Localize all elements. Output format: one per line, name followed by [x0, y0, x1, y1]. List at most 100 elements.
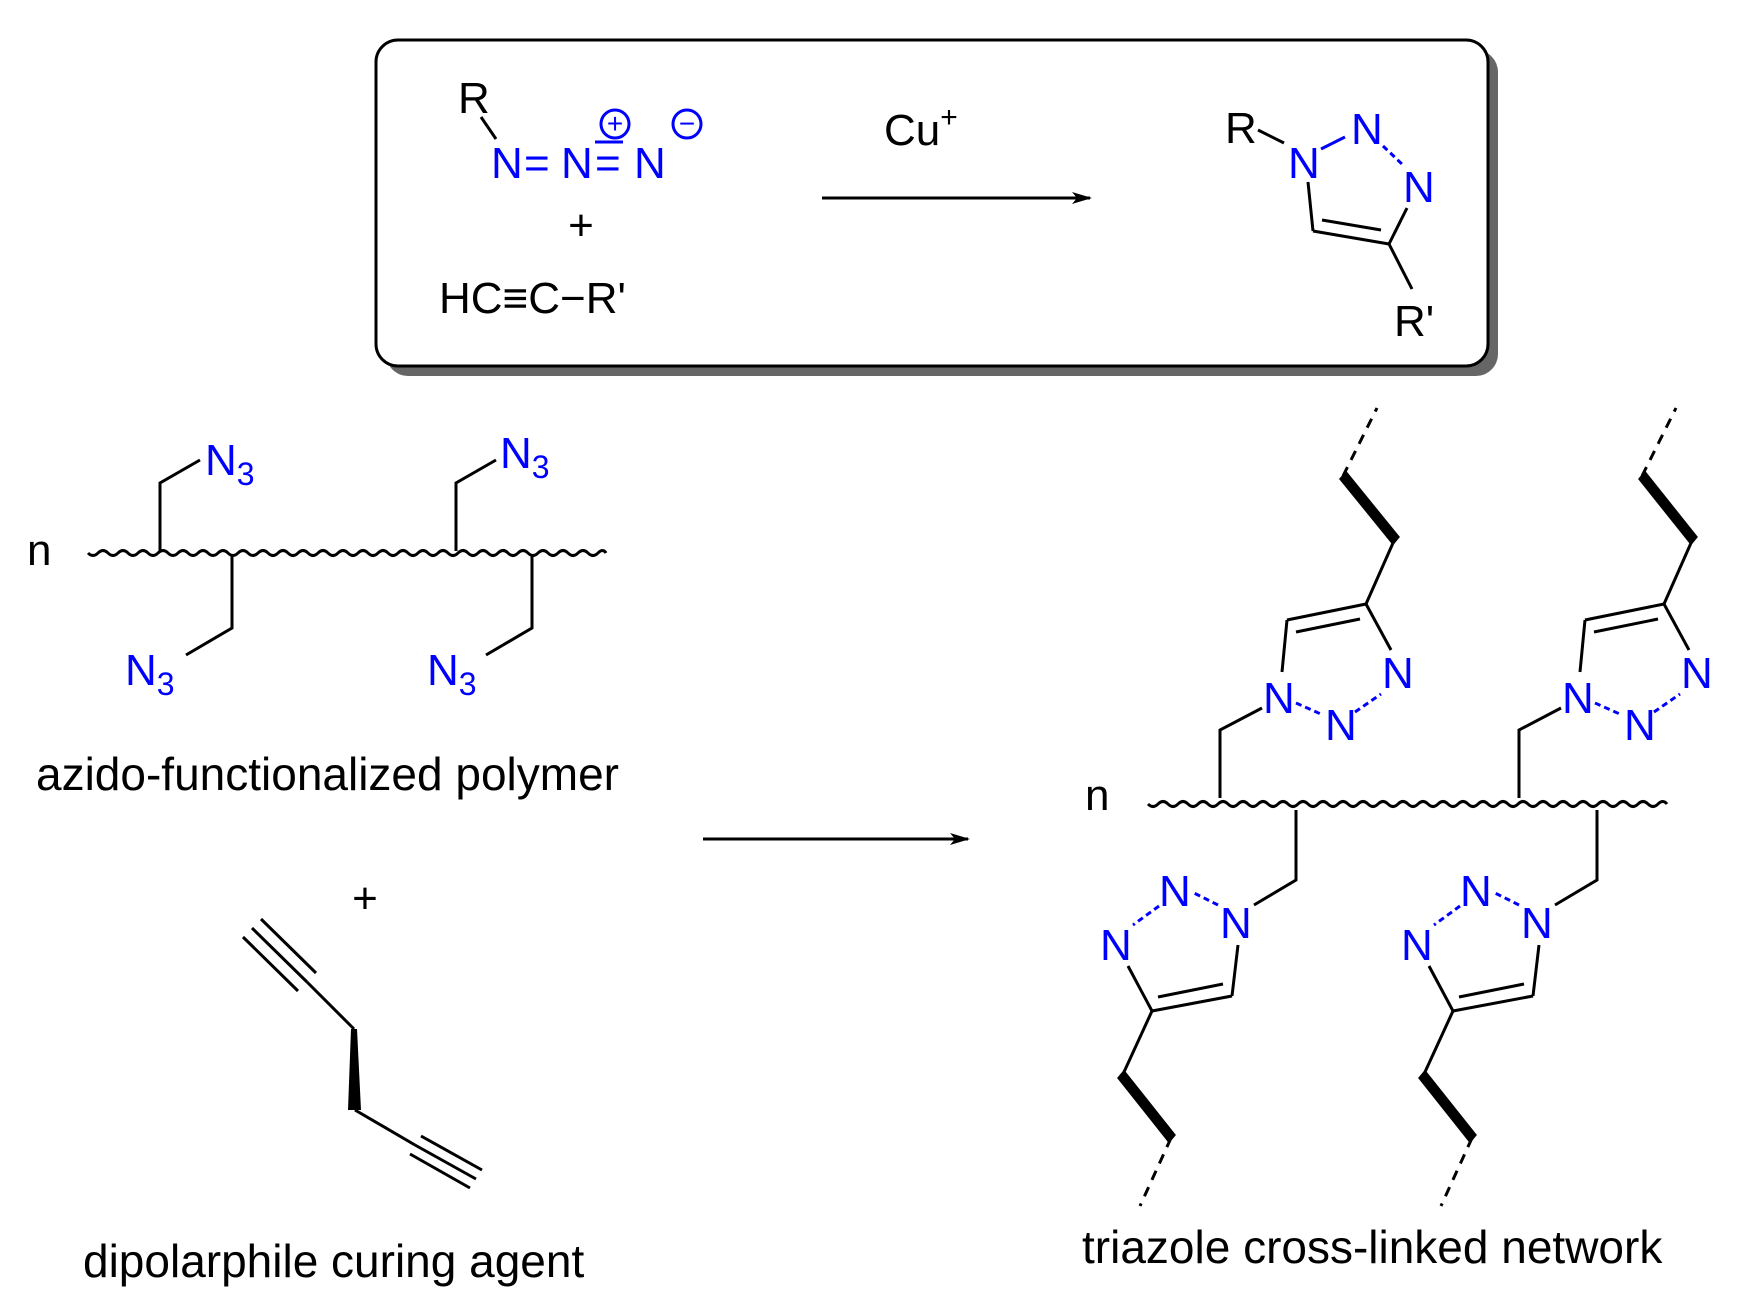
ll-dashed-tail: [1138, 1137, 1173, 1207]
ul-n2: N: [1325, 701, 1357, 750]
product-n3: N: [1403, 163, 1435, 212]
ul-n3: N: [1382, 649, 1414, 698]
reactant-plus-sign: +: [568, 201, 594, 250]
ur-c5-c4: [1584, 602, 1665, 622]
terminal-alkyne: HC≡C−R': [439, 274, 626, 323]
lr-linker: [1554, 810, 1599, 907]
catalyst-label: Cu+: [884, 101, 958, 155]
lr-c5-c4: [1452, 994, 1534, 1013]
product-n2-n3-bond: [1381, 144, 1405, 167]
lr-n3: N: [1401, 921, 1433, 970]
ur-dashed-tail: [1640, 407, 1678, 477]
ll-wedge: [1117, 1069, 1176, 1144]
ll-c4-ch2: [1122, 1010, 1154, 1073]
ll-n2-n3: [1132, 904, 1160, 927]
ur-wedge: [1638, 470, 1698, 546]
ll-n1: N: [1220, 899, 1252, 948]
product-n2: N: [1351, 105, 1383, 154]
azide-r-label: R: [458, 74, 490, 123]
upper-alkyne-bond-c: [259, 917, 318, 975]
product-rprime-label: R': [1394, 297, 1434, 346]
triazole-network: n N N N N N N: [1082, 407, 1713, 1273]
ll-c4-n3: [1126, 965, 1154, 1012]
negative-charge-circle: [671, 108, 703, 140]
pendant-up-2-azide: N3: [500, 429, 550, 485]
network-caption: triazole cross-linked network: [1082, 1221, 1663, 1273]
ll-c5-c4-inner: [1157, 982, 1224, 999]
lr-n2: N: [1460, 867, 1492, 916]
ll-n1-n2: [1191, 890, 1219, 907]
network-backbone: [1146, 800, 1669, 808]
positive-charge-circle: [599, 108, 631, 140]
ur-c5-c4-inner: [1593, 617, 1659, 634]
upper-alkyne-bond-a: [241, 935, 300, 993]
lower-alkyne-bond-a: [409, 1152, 471, 1190]
product-n1-n2-bond: [1320, 135, 1346, 151]
lower-alkyne-bond-b: [414, 1143, 477, 1181]
pendant-up-1-azide: N3: [205, 436, 255, 492]
pendant-down-2-azide: N3: [427, 646, 477, 702]
azide-bond-1: =: [524, 139, 550, 188]
ul-c4-ch2: [1364, 542, 1395, 605]
azide-n3: N: [634, 139, 666, 188]
positive-charge: +: [607, 108, 623, 139]
lr-c4-ch2: [1423, 1010, 1455, 1073]
azide-r-bond: [479, 116, 498, 140]
ll-n3: N: [1100, 921, 1132, 970]
product-c4-rprime-bond: [1387, 243, 1414, 290]
lr-dashed-tail: [1439, 1137, 1474, 1207]
lr-n1: N: [1521, 899, 1553, 948]
triazole-product: R N N N R': [1225, 104, 1435, 346]
ul-wedge: [1339, 470, 1400, 546]
pendant-down-1-bond: [185, 556, 234, 657]
lr-wedge: [1418, 1069, 1477, 1144]
organic-azide: R N = N = N + −: [458, 74, 703, 188]
lr-c4-n3: [1427, 965, 1455, 1012]
negative-charge: −: [679, 108, 695, 139]
polymer-caption: azido-functionalized polymer: [36, 748, 619, 800]
product-c5-c4-bond: [1312, 229, 1390, 246]
polymer-backbone: [86, 549, 608, 557]
pendant-down-2-bond: [485, 556, 534, 657]
ul-c5-c4-inner: [1295, 617, 1361, 634]
product-n1-c5-bond: [1306, 181, 1315, 232]
box-frame: [374, 38, 1490, 368]
product-r-bond: [1257, 128, 1285, 145]
ul-c5-c4: [1286, 602, 1367, 622]
lower-alkyne-bond-c: [420, 1134, 483, 1172]
lr-n2-n3: [1433, 904, 1461, 927]
ul-n1-n2: [1295, 701, 1324, 717]
triazole-upper-right: N N N: [1517, 407, 1713, 798]
ur-n2: N: [1624, 701, 1656, 750]
ur-c4-ch2: [1662, 542, 1693, 605]
polymer-repeat-n: n: [27, 526, 51, 575]
ul-n1-c5: [1280, 619, 1289, 673]
curing-agent: + dipolarphile curing agent: [83, 874, 584, 1287]
curing-agent-caption: dipolarphile curing agent: [83, 1235, 584, 1287]
ll-n2: N: [1159, 867, 1191, 916]
ur-linker: [1517, 706, 1562, 798]
ll-n1-c5: [1230, 944, 1240, 997]
azide-bond-2: =: [595, 139, 621, 188]
ul-linker: [1218, 706, 1263, 798]
lr-n1-n2: [1492, 890, 1520, 907]
ul-dashed-tail: [1341, 407, 1379, 477]
azido-polymer: n N3 N3 N3 N3 azido-functionalized polym…: [27, 429, 619, 800]
azide-n1: N: [491, 139, 523, 188]
click-reaction-box: R N = N = N + − + HC≡C−R' Cu+ R N N N: [374, 38, 1498, 376]
ur-n1-c5: [1578, 619, 1587, 673]
pendant-up-1-bond: [158, 458, 201, 551]
curing-plus-sign: +: [352, 874, 378, 923]
ul-n2-n3: [1354, 692, 1382, 714]
ur-c4-n3: [1662, 603, 1691, 651]
product-c4-n3-bond: [1387, 207, 1409, 245]
lr-c5-c4-inner: [1458, 982, 1525, 999]
triazole-lower-left: N N N: [1100, 810, 1298, 1207]
ll-linker: [1253, 810, 1298, 907]
ur-n3: N: [1681, 649, 1713, 698]
lr-n1-c5: [1531, 944, 1541, 997]
ur-n1-n2: [1594, 701, 1623, 717]
product-n1: N: [1288, 139, 1320, 188]
network-repeat-n: n: [1085, 771, 1109, 820]
